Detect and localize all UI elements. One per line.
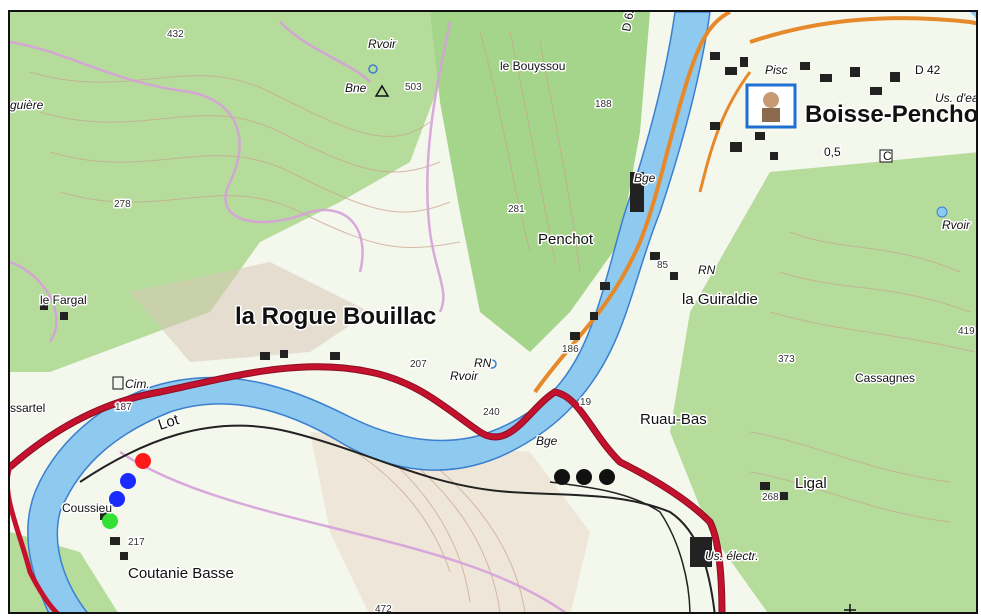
label-road-d42: D 42 (915, 63, 941, 77)
reservoir-icon (368, 64, 378, 74)
elevation-472: 472 (375, 604, 392, 614)
label-guiere: guière (10, 98, 44, 112)
waypoint-blue-1[interactable] (120, 473, 136, 489)
label-us-eau: Us. d'eau (935, 91, 978, 105)
elevation-419: 419 (958, 326, 975, 337)
elevation-187: 187 (115, 402, 132, 413)
monument-figure-head (763, 92, 779, 108)
label-ruau-bas: Ruau-Bas (640, 411, 707, 428)
road-d42 (749, 16, 976, 44)
elevation-207: 207 (410, 359, 427, 370)
label-coussieu: Coussieu (62, 501, 112, 515)
waypoint-black-2[interactable] (576, 469, 592, 485)
elevation-0-5: 0,5 (824, 145, 841, 159)
hiking-trails (10, 21, 567, 612)
monument-figure-body (762, 108, 780, 122)
railway-branch (549, 481, 691, 612)
elevation-503: 503 (405, 82, 422, 93)
survey-triangle-icon (374, 84, 390, 97)
cemetery-icon (112, 376, 124, 390)
cross-icon (844, 604, 856, 612)
elevation-19: 19 (580, 397, 592, 408)
label-coutanie-basse: Coutanie Basse (128, 565, 234, 582)
railway-line (79, 424, 716, 612)
c-badge-label: C (883, 149, 892, 163)
label-le-fargal: le Fargal (40, 293, 87, 307)
label-boisse-penchot: Boisse-Penchot (805, 101, 978, 128)
elevation-373: 373 (778, 354, 795, 365)
elevation-85: 85 (657, 260, 669, 271)
waypoint-black-1[interactable] (554, 469, 570, 485)
waypoint-blue-2[interactable] (109, 491, 125, 507)
label-le-bouyssou: le Bouyssou (500, 59, 565, 73)
open-slope-south (310, 432, 590, 612)
label-la-roque-bouillac: la Rogue Bouillac (235, 303, 436, 330)
forest-area-east (670, 152, 976, 612)
elevation-432: 432 (167, 29, 184, 40)
waypoint-black-3[interactable] (599, 469, 615, 485)
elevation-188: 188 (595, 99, 612, 110)
elevation-217: 217 (128, 537, 145, 548)
rocky-slope (130, 262, 370, 362)
label-us-electr: Us. électr. (705, 549, 759, 563)
label-rvoir: Rvoir (450, 369, 479, 383)
elevation-278: 278 (114, 199, 131, 210)
waypoint-green[interactable] (102, 513, 118, 529)
topographic-map[interactable]: la Rogue Bouillac Boisse-Penchot Penchot… (8, 10, 978, 614)
elevation-186: 186 (562, 344, 579, 355)
label-penchot: Penchot (538, 231, 594, 248)
label-pisc: Pisc (765, 63, 788, 77)
main-road-west (10, 467, 60, 612)
road-connector (698, 71, 752, 193)
elevation-240: 240 (483, 407, 500, 418)
label-rn: RN (698, 263, 716, 277)
buildings (40, 52, 900, 567)
elevation-268: 268 (762, 492, 779, 503)
river-lot (27, 12, 711, 612)
contour-lines (29, 31, 976, 612)
label-rn: RN (474, 356, 492, 370)
label-rvoir: Rvoir (942, 218, 971, 232)
label-ssartel: ssartel (10, 401, 45, 415)
label-ligal: Ligal (795, 475, 827, 492)
c-badge (879, 149, 893, 163)
main-road (10, 364, 725, 612)
label-cim: Cim. (125, 377, 150, 391)
river-corner (970, 12, 976, 18)
waypoint-red[interactable] (135, 453, 151, 469)
elevation-281: 281 (508, 204, 525, 215)
label-rvoir: Rvoir (368, 37, 397, 51)
label-bge: Bge (536, 434, 558, 448)
label-cassagnes: Cassagnes (855, 371, 915, 385)
map-canvas: la Rogue Bouillac Boisse-Penchot Penchot… (10, 12, 978, 614)
reservoir-icon (487, 359, 497, 369)
reservoir-icon (936, 206, 948, 218)
road-d627 (533, 12, 731, 394)
label-bge: Bge (634, 171, 656, 185)
label-la-guiraldie: la Guiraldie (682, 291, 758, 308)
label-bne: Bne (345, 81, 367, 95)
